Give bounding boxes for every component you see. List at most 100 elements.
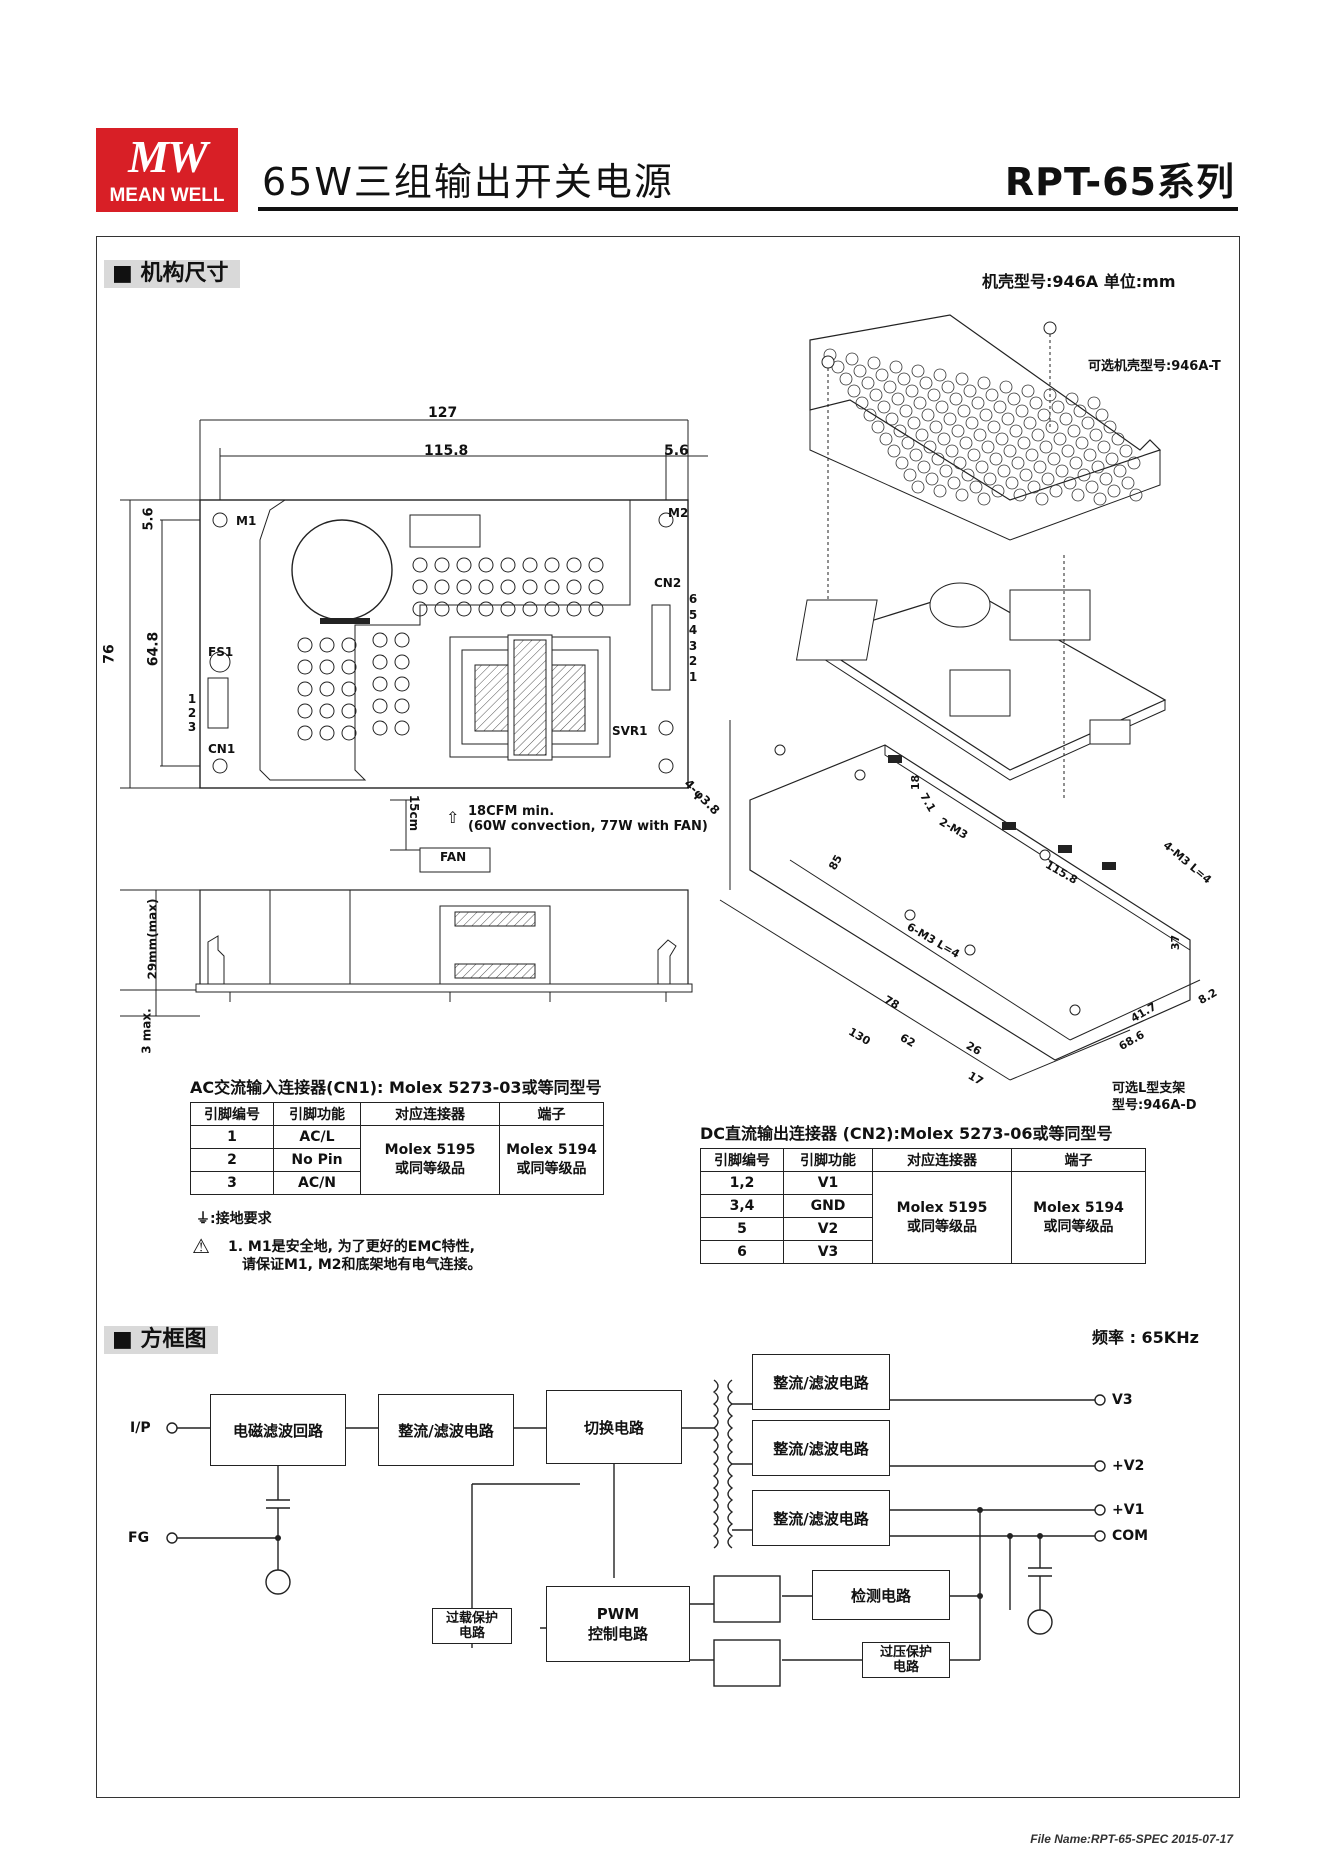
table-row: 1,2 V1 Molex 5195 或同等级品 Molex 5194 或同等级品 [700,1171,1146,1264]
section-title-mechanical: ■ 机构尺寸 [104,260,241,288]
cn2-pin: 1 [688,669,698,684]
cn2-table: 引脚编号 引脚功能 对应连接器 端子 1,2 V1 Molex 5195 或同等级… [700,1148,1146,1264]
header-rule [258,207,1238,211]
cn2-mating-line2: 或同等级品 [907,1218,977,1235]
cn1-terminal-cell: Molex 5194 或同等级品 [499,1125,604,1195]
cn2-header: 端子 [1011,1148,1146,1172]
optional-case: 可选机壳型号:946A-T [1088,359,1221,374]
table-row: 3 AC/N [190,1171,604,1195]
spec-frame [96,236,1240,1798]
cn2-header: 引脚编号 [700,1148,784,1172]
detection-block: 检测电路 [812,1570,950,1620]
olp-line1: 过载保护 [445,1611,498,1626]
olp-line2: 电路 [458,1626,485,1641]
label-m1: M1 [236,514,257,528]
isometric-exploded-view [719,314,1201,1081]
ovp-line2: 电路 [892,1660,919,1675]
rectifier-v2-block: 整流/滤波电路 [752,1420,890,1476]
label-cn2: CN2 [654,576,682,590]
series-title: RPT-65系列 [1004,160,1235,204]
airflow-line2: (60W convection, 77W with FAN) [468,819,708,834]
cn1-terminal-line2: 或同等级品 [516,1161,587,1177]
mean-well-logo: MW MEAN WELL [96,128,238,212]
rectifier-v3-block: 整流/滤波电路 [752,1354,890,1410]
input-rectifier-block: 整流/滤波电路 [378,1394,514,1466]
output-v2: +V2 [1112,1458,1145,1474]
ip-label: I/P [130,1420,151,1436]
side-bottom-max: 3 max. [139,1008,154,1054]
cn2-pin: 2 [688,654,698,668]
dim-5-6-side: 5.6 [141,507,157,531]
cn2-pin-cell: 1,2 [700,1171,784,1195]
cn2-func-cell: V2 [783,1217,873,1241]
ground-requirement: ⏚:接地要求 [196,1211,272,1227]
cn1-terminal-line1: Molex 5194 [506,1142,597,1158]
cn2-terminal-line2: 或同等级品 [1043,1218,1114,1235]
case-info: 机壳型号:946A 单位:mm [982,272,1176,291]
switching-block: 切换电路 [546,1390,682,1464]
cn2-terminal-line1: Molex 5194 [1033,1199,1124,1216]
rectifier-v1-block: 整流/滤波电路 [752,1490,890,1546]
output-com: COM [1112,1528,1149,1544]
overvoltage-protection-block: 过压保护 电路 [862,1642,950,1678]
emi-filter-block: 电磁滤波回路 [210,1394,346,1466]
label-svr1: SVR1 [612,724,648,738]
overload-protection-block: 过载保护 电路 [432,1608,512,1644]
logo-text: MEAN WELL [109,185,225,206]
ovp-line1: 过压保护 [879,1645,932,1660]
cn1-header: 对应连接器 [360,1102,500,1126]
page-title: 65W三组输出开关电源 [262,160,674,204]
pwm-line2: 控制电路 [587,1624,648,1643]
cn1-func-cell: AC/L [273,1125,361,1149]
side-view-drawing [120,889,693,1017]
cn2-header: 引脚功能 [783,1148,873,1172]
cn1-caption: AC交流输入连接器(CN1): Molex 5273-03或等同型号 [190,1078,602,1097]
cn2-func-cell: GND [783,1194,873,1218]
cn2-pin: 6 [688,592,698,606]
fg-label: FG [128,1530,150,1546]
cn2-pin-cell: 5 [700,1217,784,1241]
cn1-mating-line1: Molex 5195 [384,1142,476,1158]
top-view-drawing [120,419,708,873]
cn1-mating-cell: Molex 5195 或同等级品 [360,1125,500,1195]
table-row: 6 V3 [700,1240,1146,1264]
cn2-pin: 4 [688,623,698,637]
footer-file-name: File Name:RPT-65-SPEC 2015-07-17 [1030,1832,1233,1846]
cn1-pin-cell: 1 [190,1125,274,1149]
cn1-pin: 2 [187,706,197,720]
dim-76: 76 [101,644,118,664]
cn2-mating-cell: Molex 5195 或同等级品 [872,1171,1012,1264]
cn2-caption: DC直流输出连接器 (CN2):Molex 5273-06或等同型号 [700,1124,1113,1143]
iso-dim-18: 18 [909,774,923,791]
iso-dim-37: 37 [1169,934,1183,951]
dim-64-8: 64.8 [145,631,162,667]
cn1-pin: 3 [187,720,197,734]
side-height-max: 29mm(max) [145,898,160,980]
cn2-header: 对应连接器 [872,1148,1012,1172]
cn1-pin-cell: 3 [190,1171,274,1195]
optional-bracket-line1: 可选L型支架 [1112,1081,1186,1096]
cn1-header: 引脚功能 [273,1102,361,1126]
cn1-header: 引脚编号 [190,1102,274,1126]
label-m2: M2 [668,506,689,520]
cn2-func-cell: V1 [783,1171,873,1195]
cn1-pin: 1 [187,692,197,706]
note1-line1: 1. M1是安全地, 为了更好的EMC特性, [228,1239,475,1255]
label-cn1: CN1 [208,742,236,756]
output-v3: V3 [1112,1392,1133,1408]
cn1-func-cell: No Pin [273,1148,361,1172]
block-diagram-wiring [166,1379,1106,1687]
dim-127: 127 [428,405,458,421]
cn1-func-cell: AC/N [273,1171,361,1195]
pwm-line1: PWM [596,1604,640,1623]
dim-115-8: 115.8 [424,443,469,459]
cn2-pin: 3 [688,638,698,653]
cn2-pin-cell: 6 [700,1240,784,1264]
cn1-mating-line2: 或同等级品 [395,1161,465,1177]
cn1-header: 端子 [499,1102,604,1126]
cn2-mating-line1: Molex 5195 [896,1199,988,1216]
cn2-pin-cell: 3,4 [700,1194,784,1218]
logo-mark: MW [128,131,208,182]
optional-bracket-line2: 型号:946A-D [1112,1098,1197,1113]
table-row: 1 AC/L Molex 5195 或同等级品 Molex 5194 或同等级品 [190,1125,604,1195]
